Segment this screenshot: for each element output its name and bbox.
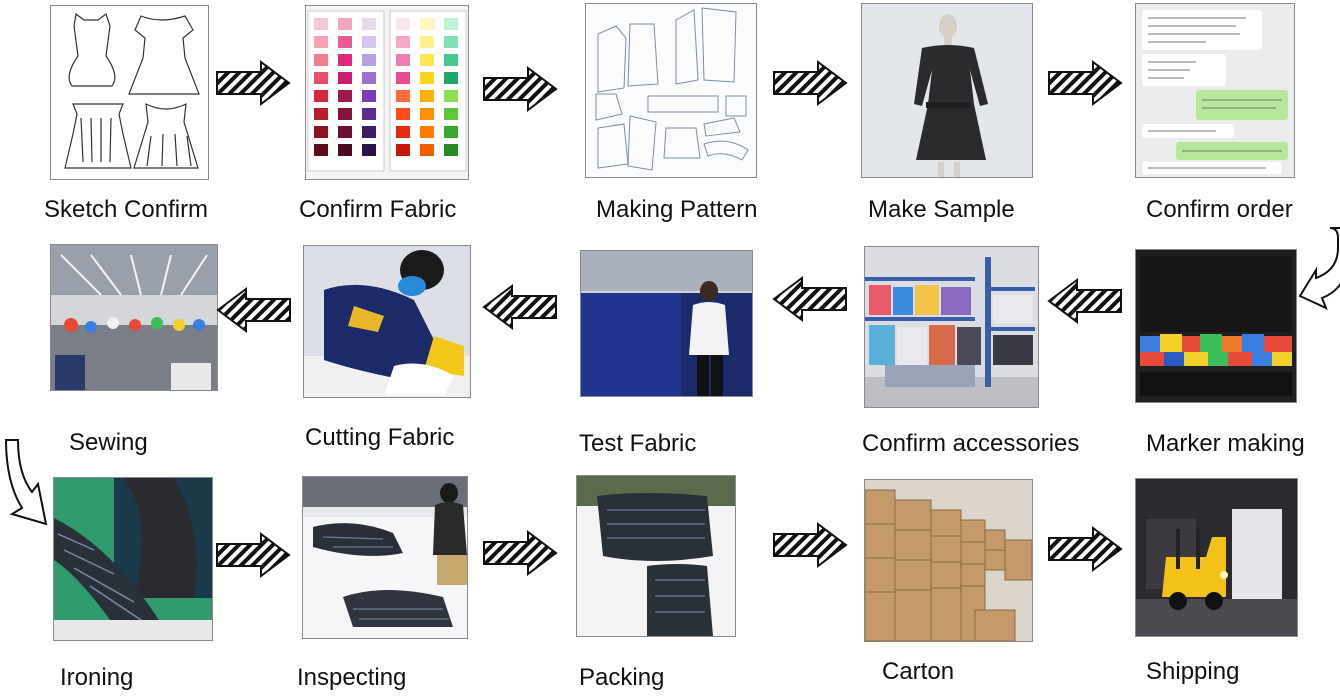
step-label: Confirm accessories — [862, 430, 1080, 457]
carton-boxes-image — [864, 479, 1033, 642]
packing-image — [576, 475, 736, 637]
step-label: Cutting Fabric — [305, 424, 455, 451]
step-label: Inspecting — [297, 664, 407, 691]
ironing-image — [53, 477, 213, 641]
pattern-image — [585, 3, 757, 178]
step-label: Make Sample — [868, 196, 1015, 223]
step-label: Marker making — [1146, 430, 1305, 457]
curved-down-arrow-icon — [1296, 226, 1340, 316]
inspecting-image — [302, 476, 468, 639]
sewing-factory-image — [50, 244, 218, 391]
right-arrow-icon — [772, 60, 848, 106]
right-arrow-icon — [772, 522, 848, 568]
step-label: Confirm order — [1146, 196, 1293, 223]
left-arrow-icon — [216, 287, 292, 333]
step-label: Ironing — [60, 664, 134, 691]
step-label: Test Fabric — [579, 430, 697, 457]
sample-dress-image — [861, 3, 1033, 178]
step-label: Carton — [882, 658, 955, 685]
curved-down-arrow-icon — [4, 436, 50, 532]
step-label: Sewing — [69, 429, 148, 456]
chat-screenshot-image — [1135, 3, 1295, 178]
left-arrow-icon — [772, 276, 848, 322]
marker-screen-image — [1135, 249, 1297, 403]
step-label: Confirm Fabric — [299, 196, 457, 223]
step-label: Making Pattern — [596, 196, 758, 223]
right-arrow-icon — [215, 532, 291, 578]
accessories-shelf-image — [864, 246, 1039, 408]
right-arrow-icon — [1047, 60, 1123, 106]
left-arrow-icon — [1047, 278, 1123, 324]
fabric-swatch-image — [305, 5, 469, 180]
right-arrow-icon — [482, 66, 558, 112]
cutting-fabric-image — [303, 245, 471, 398]
step-label: Sketch Confirm — [44, 196, 209, 223]
left-arrow-icon — [482, 284, 558, 330]
step-label: Shipping — [1146, 658, 1240, 685]
right-arrow-icon — [482, 530, 558, 576]
step-label: Packing — [579, 664, 665, 691]
shipping-warehouse-image — [1135, 478, 1298, 637]
right-arrow-icon — [1047, 526, 1123, 572]
test-fabric-image — [580, 250, 753, 397]
right-arrow-icon — [215, 60, 291, 106]
sketch-image — [50, 5, 209, 180]
